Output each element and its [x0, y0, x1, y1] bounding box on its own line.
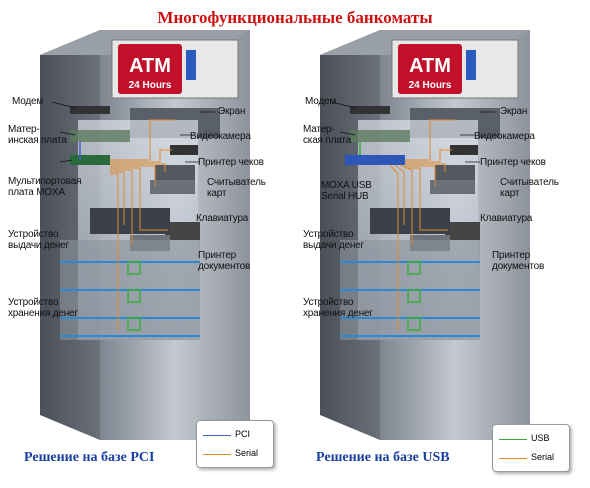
right-atm-sign-subtext: 24 Hours — [409, 80, 452, 91]
left-cable-serial-6 — [110, 169, 133, 245]
right-cassette-2 — [407, 289, 421, 303]
right-cassette-1 — [407, 261, 421, 275]
left-pointer-modem — [51, 101, 76, 109]
right-atm-modem — [350, 106, 390, 114]
right-pointer-modem — [331, 101, 356, 109]
right-atm-camera — [450, 145, 478, 155]
left-atm-cassettes — [127, 261, 141, 331]
right-label-card: MOXA USB Serial HUB — [321, 180, 372, 202]
left-label-dispenser: Устройство выдачи денег — [8, 229, 69, 251]
left-pointer-card — [59, 159, 73, 163]
right-cable-serial-5 — [405, 167, 448, 231]
right-pointer-mainboard — [339, 131, 356, 136]
left-cable-serial-4 — [110, 165, 156, 186]
left-atm-mainboard — [70, 130, 130, 142]
right-label-docprinter: Принтер документов — [492, 250, 545, 272]
right-atm-cables — [359, 119, 455, 330]
left-legend: PCI Serial — [196, 420, 274, 468]
left-pointer-mainboard — [59, 131, 76, 136]
right-atm-card-reader — [430, 180, 475, 194]
right-atm-sign-cards — [466, 50, 476, 80]
right-cable-serial-1 — [405, 119, 455, 161]
left-label-card: Мультипортовая плата MOXA — [8, 176, 82, 198]
left-label-screen: Экран — [218, 106, 246, 117]
left-cassette-1 — [127, 261, 141, 275]
left-atm: ATM 24 Hours — [40, 30, 250, 440]
left-label-docprinter: Принтер документов — [198, 250, 251, 272]
right-label-screen: Экран — [500, 106, 528, 117]
left-atm-receipt-printer — [155, 165, 195, 181]
left-cable-serial-1 — [110, 119, 175, 161]
left-legend-serial-swatch — [203, 454, 231, 455]
right-legend-usb-swatch — [499, 439, 527, 440]
right-label-reader: Считыватель карт — [500, 177, 559, 199]
right-cable-serial-3 — [405, 163, 446, 172]
left-cable-serial-5 — [110, 167, 168, 231]
left-cassette-2 — [127, 289, 141, 303]
left-legend-pci-swatch — [203, 435, 231, 436]
right-cable-serial-2 — [405, 149, 452, 163]
right-atm-usb-hub — [345, 155, 405, 165]
left-atm-sign — [118, 44, 182, 94]
right-atm-cassettes — [407, 261, 421, 331]
right-label-receipt: Принтер чеков — [480, 157, 546, 168]
right-atm-receipt-printer — [435, 165, 475, 181]
left-atm-sign-subtext: 24 Hours — [129, 80, 172, 91]
left-label-reader: Считыватель карт — [207, 177, 266, 199]
right-label-camera: Видеокамера — [474, 131, 535, 142]
diagram-title: Многофункциональные банкоматы — [157, 8, 433, 27]
right-label-mainboard: Матер- ская плата — [303, 124, 351, 146]
left-cable-serial-8 — [110, 173, 119, 330]
right-caption: Решение на базе USB — [316, 450, 450, 465]
right-legend-serial-label: Serial — [531, 452, 555, 462]
left-atm-camera — [170, 145, 198, 155]
left-label-keyboard: Клавиатура — [196, 213, 249, 224]
right-atm-mainboard — [350, 130, 410, 142]
right-atm-keyboard — [445, 222, 480, 240]
left-caption: Решение на базе PCI — [24, 450, 155, 465]
left-cable-serial-7 — [110, 171, 125, 225]
left-label-modem: Модем — [12, 96, 44, 107]
left-atm-card-reader — [150, 180, 195, 194]
right-atm-sign-text: ATM — [409, 55, 451, 77]
left-legend-serial-label: Serial — [235, 448, 259, 458]
right-cassette-3 — [407, 317, 421, 331]
right-legend-usb-label: USB — [531, 433, 550, 443]
left-pointer-lines — [51, 101, 215, 163]
left-legend-pci-label: PCI — [235, 429, 251, 439]
left-cable-serial-2 — [110, 149, 172, 163]
left-cassette-3 — [127, 317, 141, 331]
left-atm-modem — [70, 106, 110, 114]
left-atm-sign-cards — [186, 50, 196, 80]
right-pointer-lines — [331, 101, 495, 163]
left-label-storage: Устройство хранения денег — [8, 297, 78, 319]
left-atm-sign-text: ATM — [129, 55, 171, 77]
right-label-keyboard: Клавиатура — [480, 213, 533, 224]
left-atm-keyboard — [165, 222, 200, 240]
right-cable-serial-4 — [405, 165, 436, 186]
left-atm-pci-card — [70, 155, 110, 165]
left-label-receipt: Принтер чеков — [198, 157, 264, 168]
right-cable-serial-7 — [394, 164, 405, 225]
right-label-dispenser: Устройство выдачи денег — [303, 229, 364, 251]
right-cable-serial-8 — [389, 164, 399, 330]
left-label-camera: Видеокамера — [190, 131, 251, 142]
right-legend: USB Serial — [492, 424, 570, 472]
left-cable-serial-3 — [110, 163, 166, 172]
right-cable-serial-6 — [399, 164, 413, 245]
right-legend-serial-swatch — [499, 458, 527, 459]
right-label-modem: Модем — [305, 96, 337, 107]
right-atm: ATM 24 Hours — [320, 30, 530, 440]
left-atm-cables — [79, 119, 175, 330]
left-label-mainboard: Матер- инская плата — [8, 124, 67, 146]
right-label-storage: Устройство хранения денег — [303, 297, 373, 319]
right-atm-sign — [398, 44, 462, 94]
